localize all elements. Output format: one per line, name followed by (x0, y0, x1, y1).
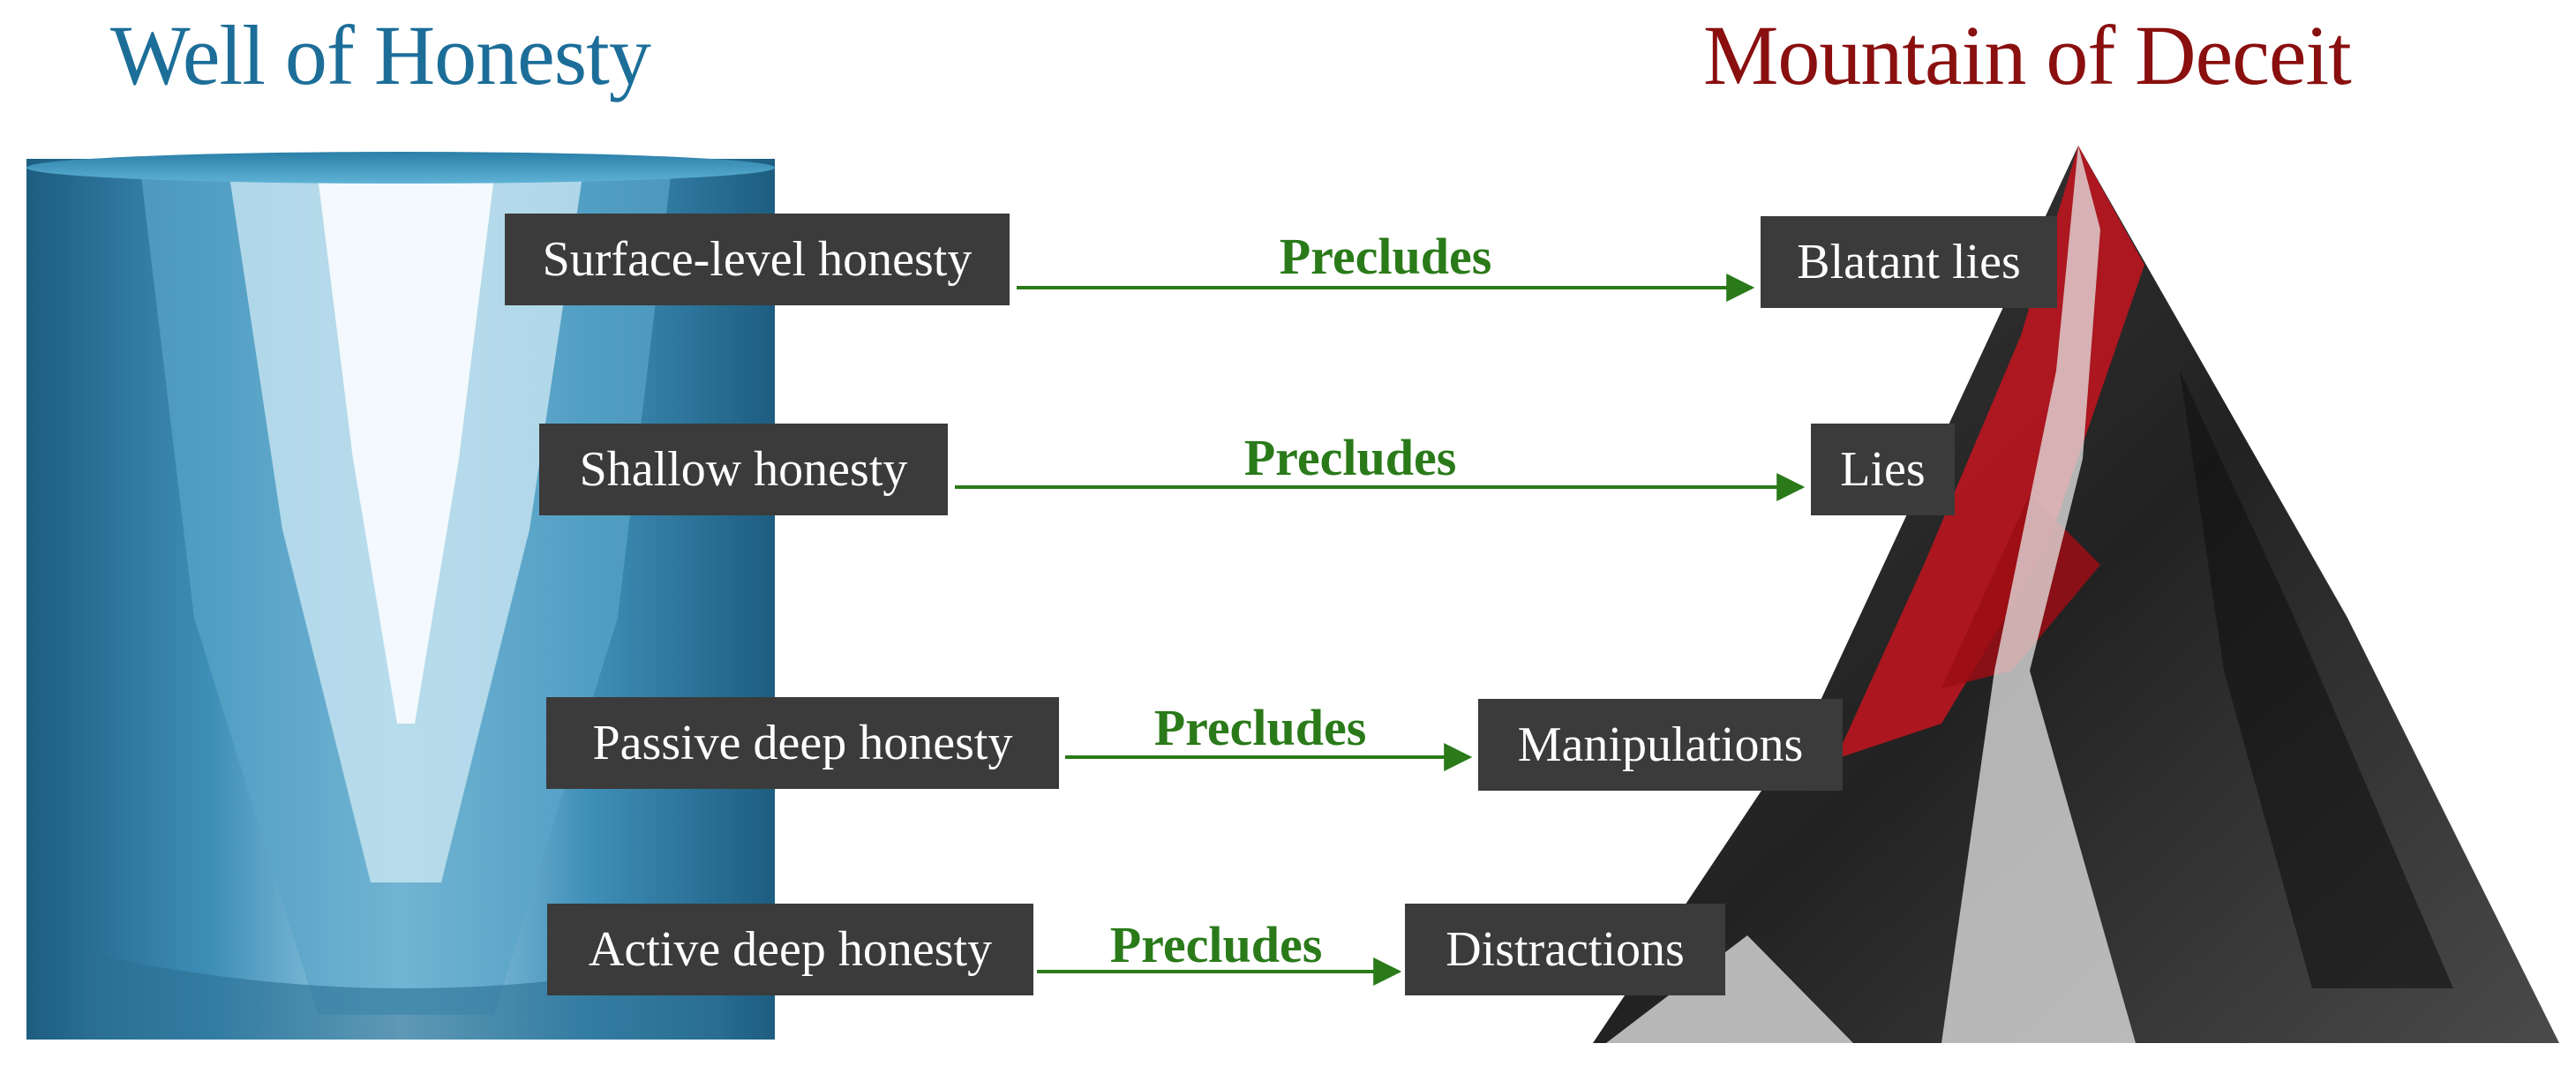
well-of-honesty-title: Well of Honesty (110, 8, 651, 102)
shallow-honesty-box: Shallow honesty (539, 424, 948, 515)
lies-box: Lies (1811, 424, 1955, 515)
well-water-surface (26, 152, 775, 184)
mountain-of-deceit-title: Mountain of Deceit (1703, 8, 2352, 102)
blatant-lies-box: Blatant lies (1761, 216, 2057, 308)
surface-level-honesty-box: Surface-level honesty (505, 214, 1010, 305)
active-deep-honesty-box: Active deep honesty (547, 904, 1033, 995)
precludes-label-2: Precludes (1243, 429, 1457, 486)
precludes-label-4: Precludes (1109, 916, 1323, 973)
well-floor (88, 953, 724, 1040)
distractions-box: Distractions (1405, 904, 1725, 995)
precludes-label-3: Precludes (1153, 699, 1367, 756)
mountain-snow-base (1606, 935, 1853, 1043)
well-core (318, 176, 494, 724)
passive-deep-honesty-box: Passive deep honesty (546, 697, 1059, 789)
mountain-ridge (2180, 371, 2453, 988)
precludes-label-1: Precludes (1279, 228, 1492, 285)
mountain-snow (1941, 146, 2136, 1043)
manipulations-box: Manipulations (1478, 699, 1843, 791)
